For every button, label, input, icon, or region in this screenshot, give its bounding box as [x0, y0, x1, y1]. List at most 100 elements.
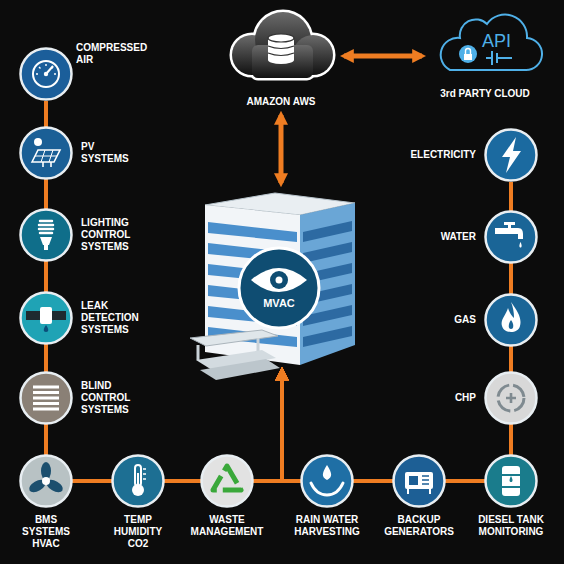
thermo-icon-part — [113, 456, 164, 507]
mvac-building-part — [239, 248, 319, 328]
pv-icon-part — [43, 162, 51, 167]
mvac-building-art — [186, 186, 376, 368]
gen-icon-part — [405, 472, 433, 489]
mvac-building-part — [303, 326, 352, 347]
chp-icon-part — [506, 393, 516, 403]
service-label: TEMP HUMIDITY CO2 — [106, 514, 170, 550]
tap-icon-part — [495, 228, 523, 239]
blind-icon-part — [33, 387, 59, 409]
service-node: COMPRESSED AIR — [19, 47, 73, 101]
flame-icon-part — [502, 302, 521, 332]
node-label: AMAZON AWS — [221, 96, 341, 108]
cloud-service-part — [232, 12, 333, 78]
cloud-service-part — [232, 12, 333, 78]
icon-circle — [19, 454, 73, 508]
barrel-icon-part — [486, 456, 537, 507]
icon-circle — [484, 454, 538, 508]
sync-arrow — [344, 54, 422, 59]
gen-icon-part — [409, 476, 418, 485]
icon-circle — [19, 291, 73, 345]
service-label: BACKUP GENERATORS — [381, 514, 457, 538]
service-node: CHP — [484, 371, 538, 425]
gen-icon-part — [394, 456, 445, 507]
service-label: RAIN WATER HARVESTING — [292, 514, 362, 538]
icon-circle — [19, 47, 73, 101]
service-label: COMPRESSED AIR — [76, 42, 160, 66]
icon-circle — [300, 454, 354, 508]
sync-arrow — [279, 115, 284, 183]
flame-icon-part — [486, 295, 537, 346]
mvac-building-part — [200, 359, 280, 380]
icon-circle — [200, 454, 254, 508]
service-node: BLIND CONTROL SYSTEMS — [19, 371, 73, 425]
service-label: DIESEL TANK MONITORING — [478, 514, 544, 538]
pv-icon-part — [21, 128, 72, 179]
service-node: BACKUP GENERATORS — [392, 454, 446, 508]
thermo-icon-part — [143, 469, 146, 479]
service-label: BMS SYSTEMS HVAC — [16, 514, 76, 550]
icon-circle — [484, 210, 538, 264]
gauge-icon-part — [33, 61, 59, 87]
cloud-service-art — [221, 4, 341, 112]
service-label: LIGHTING CONTROL SYSTEMS — [81, 217, 161, 253]
gauge-icon-part — [44, 72, 48, 76]
fan-icon-part — [21, 456, 72, 507]
mvac-building-part — [190, 330, 278, 346]
recycle-icon-part — [213, 466, 241, 490]
node-label: MVAC — [249, 297, 309, 310]
icon-circle — [484, 128, 538, 182]
gauge-icon-part — [36, 64, 56, 74]
feed-line — [282, 371, 300, 481]
gauge-icon-part — [21, 49, 72, 100]
thermo-icon-part — [137, 473, 139, 488]
service-label: LEAK DETECTION SYSTEMS — [81, 300, 161, 336]
feed-line — [282, 182, 511, 481]
service-node: BMS SYSTEMS HVAC — [19, 454, 73, 508]
feed-line — [254, 371, 282, 481]
service-node: GAS — [484, 293, 538, 347]
bulb-icon-part — [21, 210, 72, 261]
gen-icon-part — [408, 489, 430, 494]
tap-icon-part — [486, 212, 537, 263]
rain-icon-part — [323, 465, 331, 480]
gen-icon-part — [422, 476, 429, 484]
leak-icon-part — [21, 293, 72, 344]
fan-icon-part — [27, 462, 65, 495]
mvac-building-part — [208, 222, 297, 242]
cloud-service-part — [268, 56, 294, 64]
service-node: WATER — [484, 210, 538, 264]
recycle-icon-part — [202, 456, 253, 507]
service-label: PV SYSTEMS — [81, 141, 137, 165]
service-node: RAIN WATER HARVESTING — [300, 454, 354, 508]
chp-icon-part — [498, 385, 524, 411]
mvac-building-part — [251, 268, 307, 292]
rain-icon-part — [302, 456, 353, 507]
service-node: TEMP HUMIDITY CO2 — [111, 454, 165, 508]
mvac-building-part — [276, 277, 283, 284]
mvac-building-part — [303, 242, 352, 263]
blind-icon-part — [21, 373, 72, 424]
barrel-icon-part — [502, 475, 520, 487]
api-cloud-part — [441, 15, 542, 70]
barrel-icon-part — [502, 466, 520, 496]
icon-circle — [484, 293, 538, 347]
icon-circle — [111, 454, 165, 508]
api-cloud: API3rd PARTY CLOUD — [425, 8, 545, 104]
service-label: BLIND CONTROL SYSTEMS — [81, 380, 161, 416]
bulb-icon-part — [40, 237, 52, 245]
leak-icon-part — [40, 307, 52, 324]
feed-line — [73, 371, 282, 481]
service-label: CHP — [455, 392, 476, 404]
icon-circle — [19, 371, 73, 425]
bolt-icon-part — [486, 130, 537, 181]
feed-line — [46, 345, 282, 481]
pv-icon-part — [35, 150, 57, 162]
mvac-building-part — [270, 271, 288, 289]
cloud-service: AMAZON AWS — [221, 4, 341, 112]
mvac-building: MVAC — [186, 186, 376, 368]
service-node: PV SYSTEMS — [19, 126, 73, 180]
leak-icon-part — [44, 325, 49, 332]
tap-icon-part — [519, 242, 521, 248]
node-label: 3rd PARTY CLOUD — [425, 88, 545, 100]
chp-icon-part — [486, 373, 537, 424]
